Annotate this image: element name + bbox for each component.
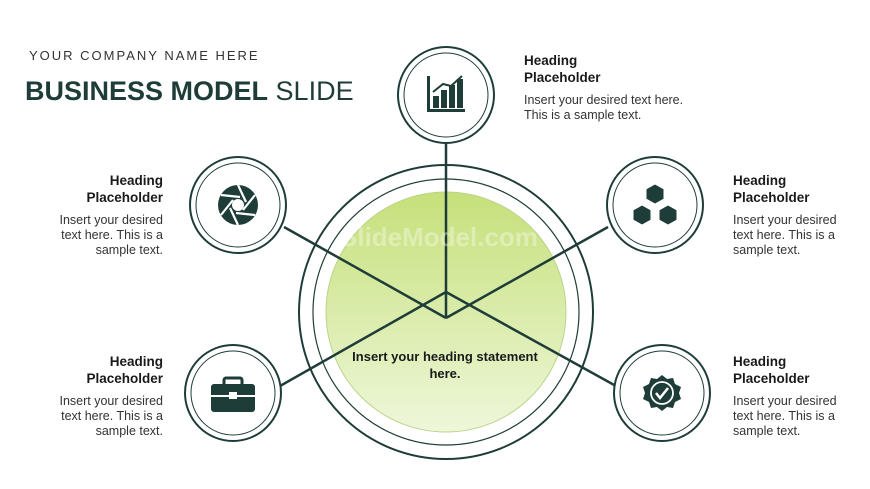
slide-title-bold: BUSINESS MODEL — [25, 76, 269, 106]
node-top — [397, 46, 495, 144]
node-lower-left-text: Heading Placeholder Insert your desired … — [48, 353, 163, 439]
heading-upper-right-line1: Heading — [733, 173, 787, 188]
connector-lower-right — [445, 290, 617, 388]
center-statement: Insert your heading statement here. — [352, 349, 538, 381]
watermark-text: SlideModel.com — [340, 222, 538, 252]
briefcase-icon — [211, 376, 255, 412]
node-lower-left — [184, 344, 282, 442]
heading-lower-right-line1: Heading — [733, 354, 787, 369]
heading-lower-right-line2: Placeholder — [733, 371, 810, 386]
aperture-icon — [218, 184, 258, 226]
node-upper-left-text: Heading Placeholder Insert your desired … — [48, 172, 163, 258]
heading-upper-left-line1: Heading — [109, 173, 163, 188]
company-name: YOUR COMPANY NAME HERE — [29, 48, 260, 63]
body-upper-left: Insert your desired text here. This is a… — [59, 213, 163, 257]
slide-title: BUSINESS MODEL SLIDE — [25, 76, 354, 107]
connector-lower-left — [279, 290, 447, 388]
node-upper-left — [189, 156, 287, 254]
badge-check-icon — [643, 375, 681, 411]
node-lower-right — [613, 344, 711, 442]
body-lower-left: Insert your desired text here. This is a… — [59, 394, 163, 438]
heading-upper-right-line2: Placeholder — [733, 190, 810, 205]
node-lower-right-text: Heading Placeholder Insert your desired … — [733, 353, 848, 439]
node-upper-right — [606, 156, 704, 254]
cubes-icon — [632, 183, 678, 226]
connector-upper-right — [445, 225, 609, 320]
bar-chart-icon — [427, 75, 465, 112]
heading-upper-left-line2: Placeholder — [86, 190, 163, 205]
heading-top-line1: Heading — [524, 53, 578, 68]
body-upper-right: Insert your desired text here. This is a… — [733, 213, 837, 257]
connector-upper-left — [283, 225, 447, 320]
heading-lower-left-line2: Placeholder — [86, 371, 163, 386]
body-lower-right: Insert your desired text here. This is a… — [733, 394, 837, 438]
slide-title-light: SLIDE — [275, 76, 354, 106]
heading-lower-left-line1: Heading — [109, 354, 163, 369]
node-top-text: Heading Placeholder Insert your desired … — [524, 52, 704, 123]
body-top: Insert your desired text here. This is a… — [524, 93, 684, 122]
heading-top-line2: Placeholder — [524, 70, 601, 85]
connector-lines — [279, 143, 617, 388]
node-upper-right-text: Heading Placeholder Insert your desired … — [733, 172, 848, 258]
